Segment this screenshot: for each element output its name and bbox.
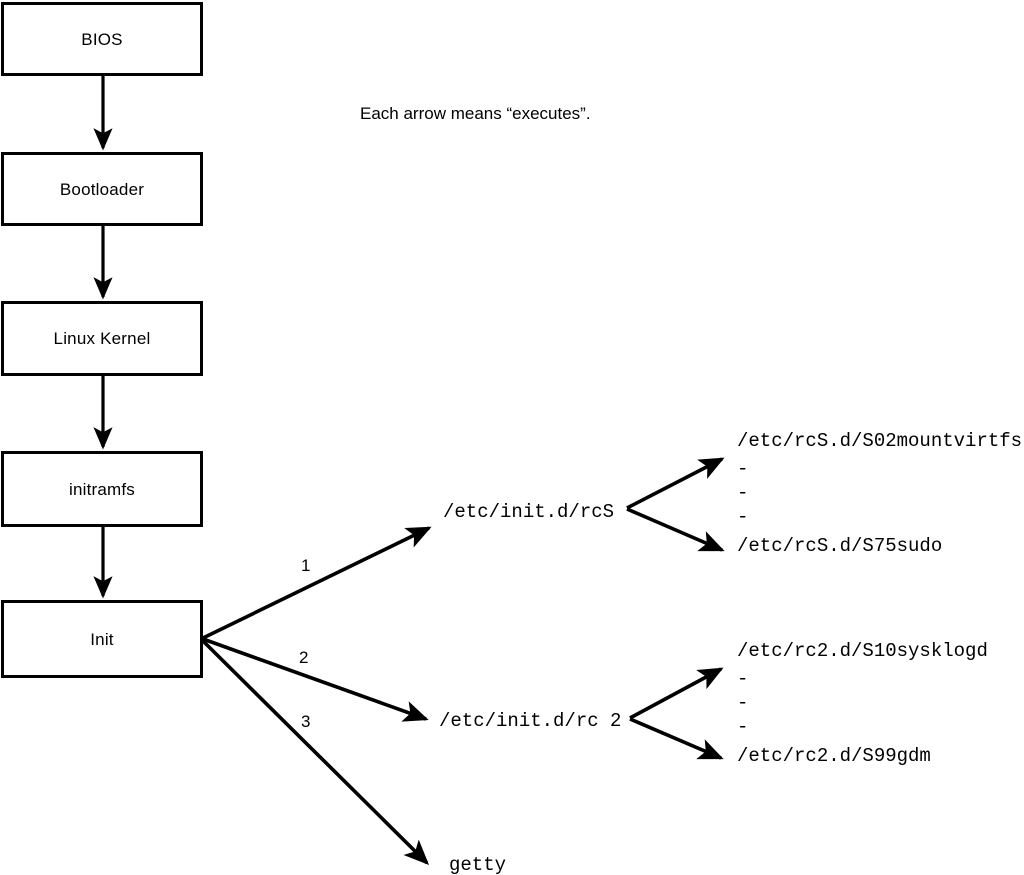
rcs-script-last[interactable]: /etc/rcS.d/S75sudo [737,535,943,557]
rc2-ellipsis-dash: - [737,692,749,714]
stage-box-label: Linux Kernel [53,329,151,348]
rcs-arrow-first [626,457,725,510]
init-arrow-3-getty [201,639,430,866]
stage-box-label: Bootloader [59,179,145,199]
branch-number-2: 2 [299,648,309,667]
stage-box-bios[interactable]: BIOS [1,2,203,76]
rcs-ellipsis-dash: - [737,506,749,528]
rcs-ellipsis-dash: - [737,482,749,504]
rc2-ellipsis-dash: - [737,716,749,738]
rc2-ellipsis-dash: - [737,668,749,690]
stage-box-bootloader[interactable]: Bootloader [1,152,203,226]
stage-box-label: initramfs [68,479,136,499]
branch-number-1: 1 [301,556,311,575]
rc2-script-last[interactable]: /etc/rc2.d/S99gdm [737,745,931,767]
stage-box-label: BIOS [81,29,123,49]
stage-box-label: Init [90,629,114,649]
init-target-rcS[interactable]: /etc/init.d/rcS [443,501,615,523]
init-target-rc2[interactable]: /etc/init.d/rc 2 [439,710,622,732]
init-target-getty[interactable]: getty [449,854,507,875]
stage-box-init[interactable]: Init [1,600,203,678]
rc2-arrow-last [629,717,724,760]
rcs-arrow-last [626,507,725,552]
rcs-ellipsis-dash: - [737,458,749,480]
branch-number-3: 3 [301,712,311,731]
stage-box-initramfs[interactable]: initramfs [1,451,203,527]
arrow-legend-note: Each arrow means “executes”. [360,104,591,123]
rcs-script-first[interactable]: /etc/rcS.d/S02mountvirtfs [737,430,1023,452]
init-arrow-2-rc2 [202,637,429,722]
stage-box-linux-kernel[interactable]: Linux Kernel [1,301,203,376]
init-arrow-1-rcS [202,526,432,640]
rc2-script-first[interactable]: /etc/rc2.d/S10sysklogd [737,640,988,662]
rc2-arrow-first [629,667,724,720]
